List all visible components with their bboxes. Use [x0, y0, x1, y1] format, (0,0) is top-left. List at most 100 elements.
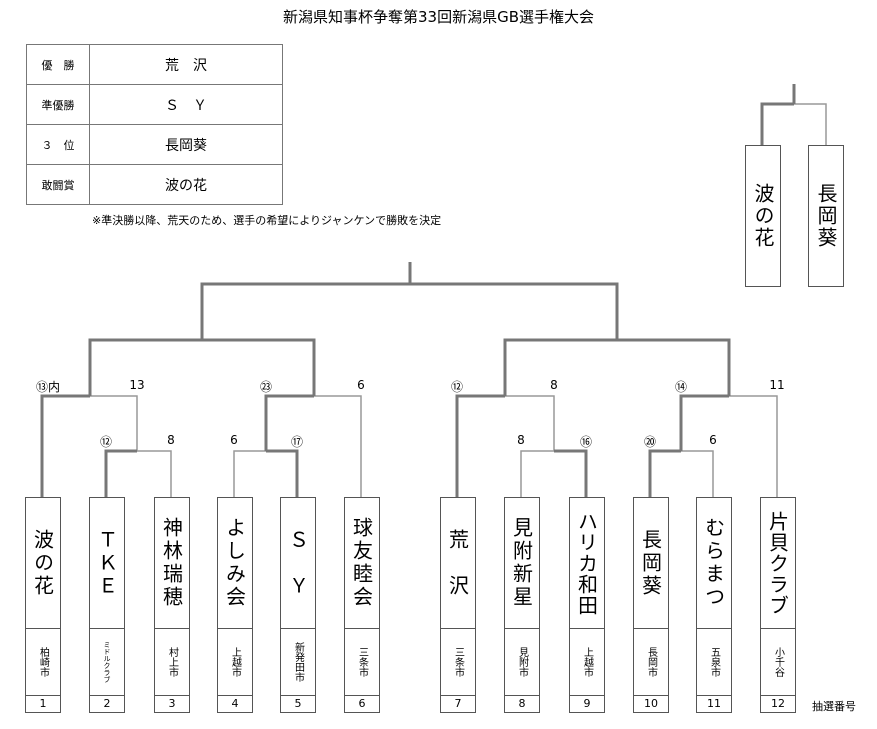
team-name: 長岡葵: [638, 528, 663, 598]
team-name: 荒 沢: [445, 528, 470, 598]
third-place-team-b-label: 長岡葵: [814, 183, 838, 249]
score-label: ⑫: [99, 435, 112, 449]
team-city-cell: 上越市: [218, 629, 252, 696]
team-city: 見附市: [516, 647, 528, 677]
team-name-cell: Ｓ Ｙ: [281, 498, 315, 629]
team-city-cell: 三条市: [441, 629, 475, 696]
result-value: Ｓ Ｙ: [89, 84, 283, 125]
results-table: 優 勝 荒 沢 準優勝 Ｓ Ｙ ３ 位 長岡葵 敢闘賞 波の花: [26, 44, 283, 205]
team-city-cell: 上越市: [570, 629, 604, 696]
score-label: 11: [769, 378, 785, 392]
score-label: 6: [709, 433, 717, 447]
team-city: 柏崎市: [37, 647, 49, 677]
score-label: 8: [517, 433, 525, 447]
draw-number: 7: [454, 697, 462, 710]
team-name-cell: むらまつ: [697, 498, 731, 629]
result-value: 波の花: [89, 164, 283, 205]
team-city-cell: 新発田市: [281, 629, 315, 696]
result-value: 荒 沢: [89, 44, 283, 85]
score-label: ⑳: [643, 435, 656, 449]
team-name-cell: よしみ会: [218, 498, 252, 629]
team-name-cell: ハリカ和田: [570, 498, 604, 629]
team-city: 三条市: [452, 647, 464, 677]
team-name: ＴＫＥ: [94, 528, 119, 598]
team-box: 片貝クラブ 小千谷 12: [760, 497, 796, 713]
draw-number: 3: [168, 697, 176, 710]
team-name-cell: 波の花: [26, 498, 60, 629]
team-city-cell: 三条市: [345, 629, 379, 696]
page-title: 新潟県知事杯争奪第33回新潟県GB選手権大会: [282, 8, 594, 26]
result-row-champion: 優 勝 荒 沢: [26, 44, 283, 85]
team-city-cell: 見附市: [505, 629, 539, 696]
team-city-cell: 村上市: [155, 629, 189, 696]
team-name: Ｓ Ｙ: [285, 528, 310, 598]
score-label: ⑰: [290, 435, 303, 449]
result-row-third: ３ 位 長岡葵: [26, 124, 283, 165]
team-name-cell: 見附新星: [505, 498, 539, 629]
score-label: 13: [129, 378, 145, 392]
team-name-cell: 神林瑞穂: [155, 498, 189, 629]
draw-number: 2: [103, 697, 111, 710]
draw-number: 8: [518, 697, 526, 710]
team-name-cell: ＴＫＥ: [90, 498, 124, 629]
team-city: 長岡市: [645, 647, 657, 677]
team-name: むらまつ: [701, 517, 726, 609]
team-city-cell: 柏崎市: [26, 629, 60, 696]
team-name-cell: 荒 沢: [441, 498, 475, 629]
team-city: 五泉市: [708, 647, 720, 677]
team-name: よしみ会: [222, 517, 247, 609]
team-city-cell: 長岡市: [634, 629, 668, 696]
team-box: Ｓ Ｙ 新発田市 5: [280, 497, 316, 713]
draw-number: 1: [39, 697, 47, 710]
result-row-runner-up: 準優勝 Ｓ Ｙ: [26, 84, 283, 125]
score-label: ⑬内: [35, 380, 60, 394]
team-city-cell: 小千谷: [761, 629, 795, 696]
score-label: ⑫: [450, 380, 463, 394]
draw-number: 12: [771, 697, 785, 710]
third-place-team-a: 波の花: [745, 145, 781, 287]
team-name: 神林瑞穂: [159, 517, 184, 609]
draw-number: 5: [294, 697, 302, 710]
team-city: 三条市: [356, 647, 368, 677]
score-label: 6: [230, 433, 238, 447]
team-city: 村上市: [166, 647, 178, 677]
score-label: 8: [167, 433, 175, 447]
team-box: よしみ会 上越市 4: [217, 497, 253, 713]
third-place-team-a-label: 波の花: [751, 183, 775, 249]
score-label: ⑯: [579, 435, 592, 449]
team-box: ハリカ和田 上越市 9: [569, 497, 605, 713]
team-box: 長岡葵 長岡市 10: [633, 497, 669, 713]
result-key: 敢闘賞: [26, 164, 90, 205]
team-box: 見附新星 見附市 8: [504, 497, 540, 713]
team-name-cell: 長岡葵: [634, 498, 668, 629]
team-name: 波の花: [30, 528, 55, 598]
team-box: むらまつ 五泉市 11: [696, 497, 732, 713]
score-label: 6: [357, 378, 365, 392]
result-row-fighting-spirit: 敢闘賞 波の花: [26, 164, 283, 205]
team-name-cell: 片貝クラブ: [761, 498, 795, 629]
third-place-team-b: 長岡葵: [808, 145, 844, 287]
team-city: 小千谷: [772, 647, 784, 677]
team-name: 見附新星: [509, 517, 534, 609]
team-box: ＴＫＥ ミドルクラブ 2: [89, 497, 125, 713]
note-text: ※準決勝以降、荒天のため、選手の希望によりジャンケンで勝敗を決定: [92, 214, 442, 227]
team-city-cell: ミドルクラブ: [90, 629, 124, 696]
draw-number: 9: [583, 697, 591, 710]
team-box: 神林瑞穂 村上市 3: [154, 497, 190, 713]
team-city: 上越市: [229, 647, 241, 677]
draw-number-label: 抽選番号: [812, 700, 856, 713]
team-city: 新発田市: [292, 642, 304, 682]
team-box: 波の花 柏崎市 1: [25, 497, 61, 713]
result-key: 優 勝: [26, 44, 90, 85]
team-city: 上越市: [581, 647, 593, 677]
team-city-cell: 五泉市: [697, 629, 731, 696]
team-name: 球友睦会: [349, 517, 374, 609]
draw-number: 6: [358, 697, 366, 710]
score-label: ㉓: [259, 380, 272, 394]
team-name: 片貝クラブ: [765, 510, 790, 616]
team-box: 荒 沢 三条市 7: [440, 497, 476, 713]
result-key: 準優勝: [26, 84, 90, 125]
score-label: ⑭: [674, 380, 687, 394]
team-name: ハリカ和田: [574, 510, 599, 616]
